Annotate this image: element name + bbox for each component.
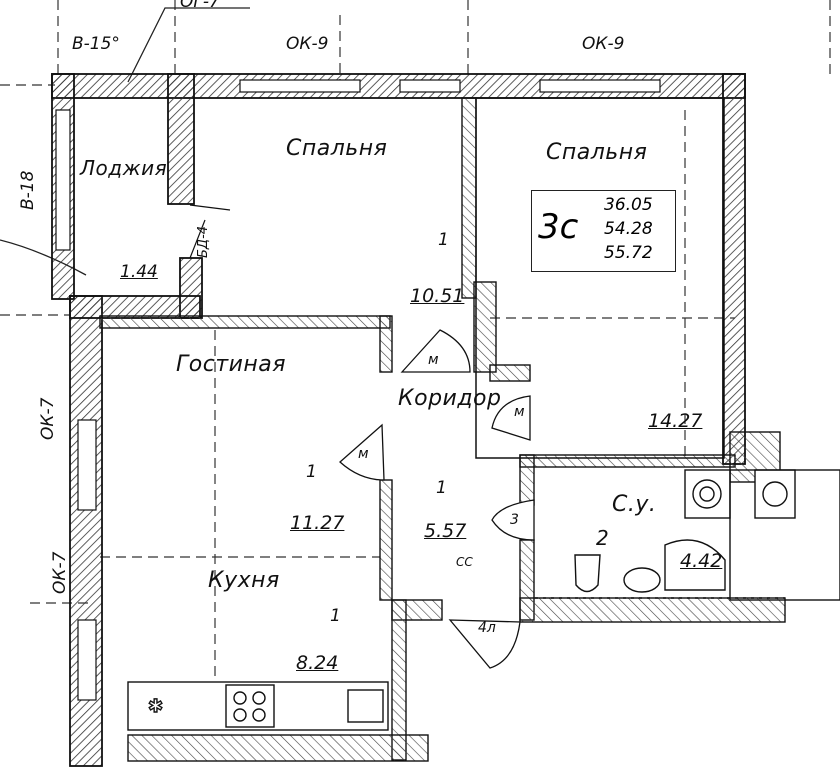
total-with-loggia-value: 55.72 bbox=[604, 243, 653, 263]
bedroom2-area: 14.27 bbox=[648, 410, 703, 432]
bedroom2-room bbox=[475, 97, 725, 459]
axis-label-top-left: В-15° bbox=[72, 34, 120, 54]
svg-text:✱: ✱ bbox=[148, 696, 163, 717]
bathroom-index: 2 bbox=[596, 526, 609, 550]
bathroom-name: С.у. bbox=[612, 492, 657, 517]
bedroom2-name: Спальня bbox=[546, 140, 648, 165]
door-swings bbox=[339, 329, 535, 669]
kitchen-counter: ✱ bbox=[127, 681, 429, 762]
bathroom-area: 4.42 bbox=[680, 550, 723, 572]
corridor-area: 5.57 bbox=[424, 520, 467, 542]
corridor-name: Коридор bbox=[398, 386, 502, 411]
door-mark-bedroom2: м bbox=[514, 404, 525, 420]
axis-label-left-bottom: ОК-7 bbox=[50, 551, 70, 594]
bedroom1-index: 1 bbox=[438, 230, 449, 250]
total-area-value: 54.28 bbox=[604, 219, 653, 239]
axis-label-top-right: ОК-9 bbox=[582, 34, 625, 54]
bedroom1-area: 10.51 bbox=[410, 285, 465, 307]
kitchen-name: Кухня bbox=[208, 568, 280, 593]
loggia-name: Лоджия bbox=[80, 156, 168, 180]
door-mark-bath: 3 bbox=[510, 512, 519, 528]
kitchen-area: 8.24 bbox=[296, 652, 339, 674]
leader-lines bbox=[0, 7, 250, 276]
balcony-door bbox=[189, 204, 231, 259]
right-stub bbox=[729, 469, 840, 601]
corridor-index: 1 bbox=[436, 478, 447, 498]
apartment-spec-box: 3с 36.05 54.28 55.72 bbox=[531, 190, 676, 272]
windows bbox=[55, 79, 661, 701]
door-mark-cc: СС bbox=[456, 555, 473, 569]
axis-label-left-mid: ОК-7 bbox=[38, 397, 58, 440]
door-mark-living: м bbox=[358, 446, 369, 462]
axis-label-top-cut: ОГ-7 bbox=[180, 0, 220, 12]
bedroom1-name: Спальня bbox=[286, 136, 388, 161]
door-mark-entry: 4л bbox=[478, 620, 496, 636]
loggia-area: 1.44 bbox=[120, 262, 158, 282]
apartment-type: 3с bbox=[538, 207, 579, 247]
bathroom-fixtures bbox=[535, 469, 796, 599]
kitchen-index: 1 bbox=[330, 606, 341, 626]
axis-label-left-top: В-18 bbox=[18, 170, 38, 210]
axis-label-top-mid: ОК-9 bbox=[286, 34, 329, 54]
living-area-value: 36.05 bbox=[604, 195, 653, 215]
living-name: Гостиная bbox=[176, 352, 287, 377]
living-index: 1 bbox=[306, 462, 317, 482]
balcony-door-mark: БД-4 bbox=[196, 225, 211, 258]
living-area: 11.27 bbox=[290, 512, 345, 534]
apartment-areas: 36.05 54.28 55.72 bbox=[604, 193, 653, 265]
door-mark-bedroom1: м bbox=[428, 352, 439, 368]
